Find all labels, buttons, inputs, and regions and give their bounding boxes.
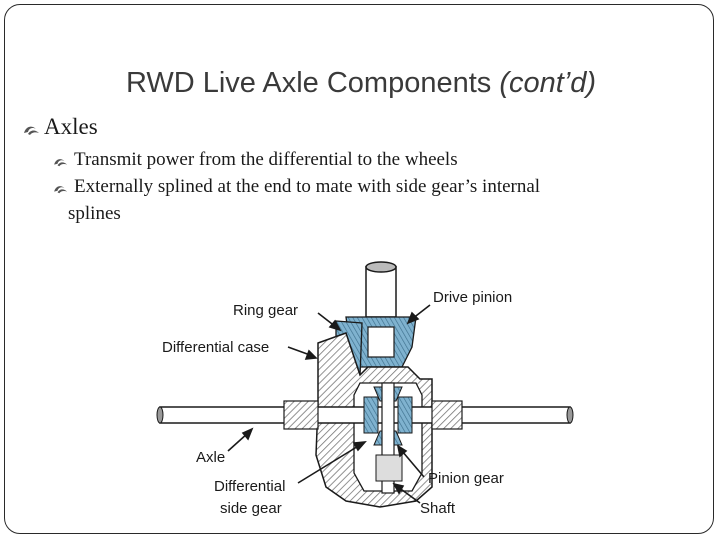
label-shaft: Shaft (420, 500, 456, 517)
label-differential-case: Differential case (162, 339, 269, 356)
bullet-axles: Axles (22, 114, 98, 140)
label-axle: Axle (196, 449, 225, 466)
label-drive-pinion: Drive pinion (433, 289, 512, 306)
bullet-axles-text: Axles (44, 114, 98, 139)
bullet-transmit-power: Transmit power from the differential to … (52, 146, 458, 173)
bullet-transmit-text: Transmit power from the differential to … (74, 149, 458, 170)
leader-arrows (227, 304, 431, 504)
bullet-splined-continuation: splines (68, 203, 121, 224)
slide-title: RWD Live Axle Components (cont’d) (5, 67, 717, 100)
label-ring-gear: Ring gear (233, 302, 298, 319)
bullet-externally-splined: Externally splined at the end to mate wi… (52, 173, 672, 227)
bullet-splined-text: Externally splined at the end to mate wi… (74, 176, 541, 197)
differential-gears (363, 382, 413, 494)
label-differential-side-gear-line2: side gear (220, 500, 282, 517)
rwd-axle-diagram: Ring gear Drive pinion Differential case… (156, 261, 574, 517)
drive-shaft (365, 261, 397, 318)
label-pinion-gear: Pinion gear (428, 470, 504, 487)
slide-title-suffix: (cont’d) (499, 67, 597, 99)
label-differential-side-gear-line1: Differential (214, 478, 285, 495)
slide-title-main: RWD Live Axle Components (125, 67, 492, 99)
